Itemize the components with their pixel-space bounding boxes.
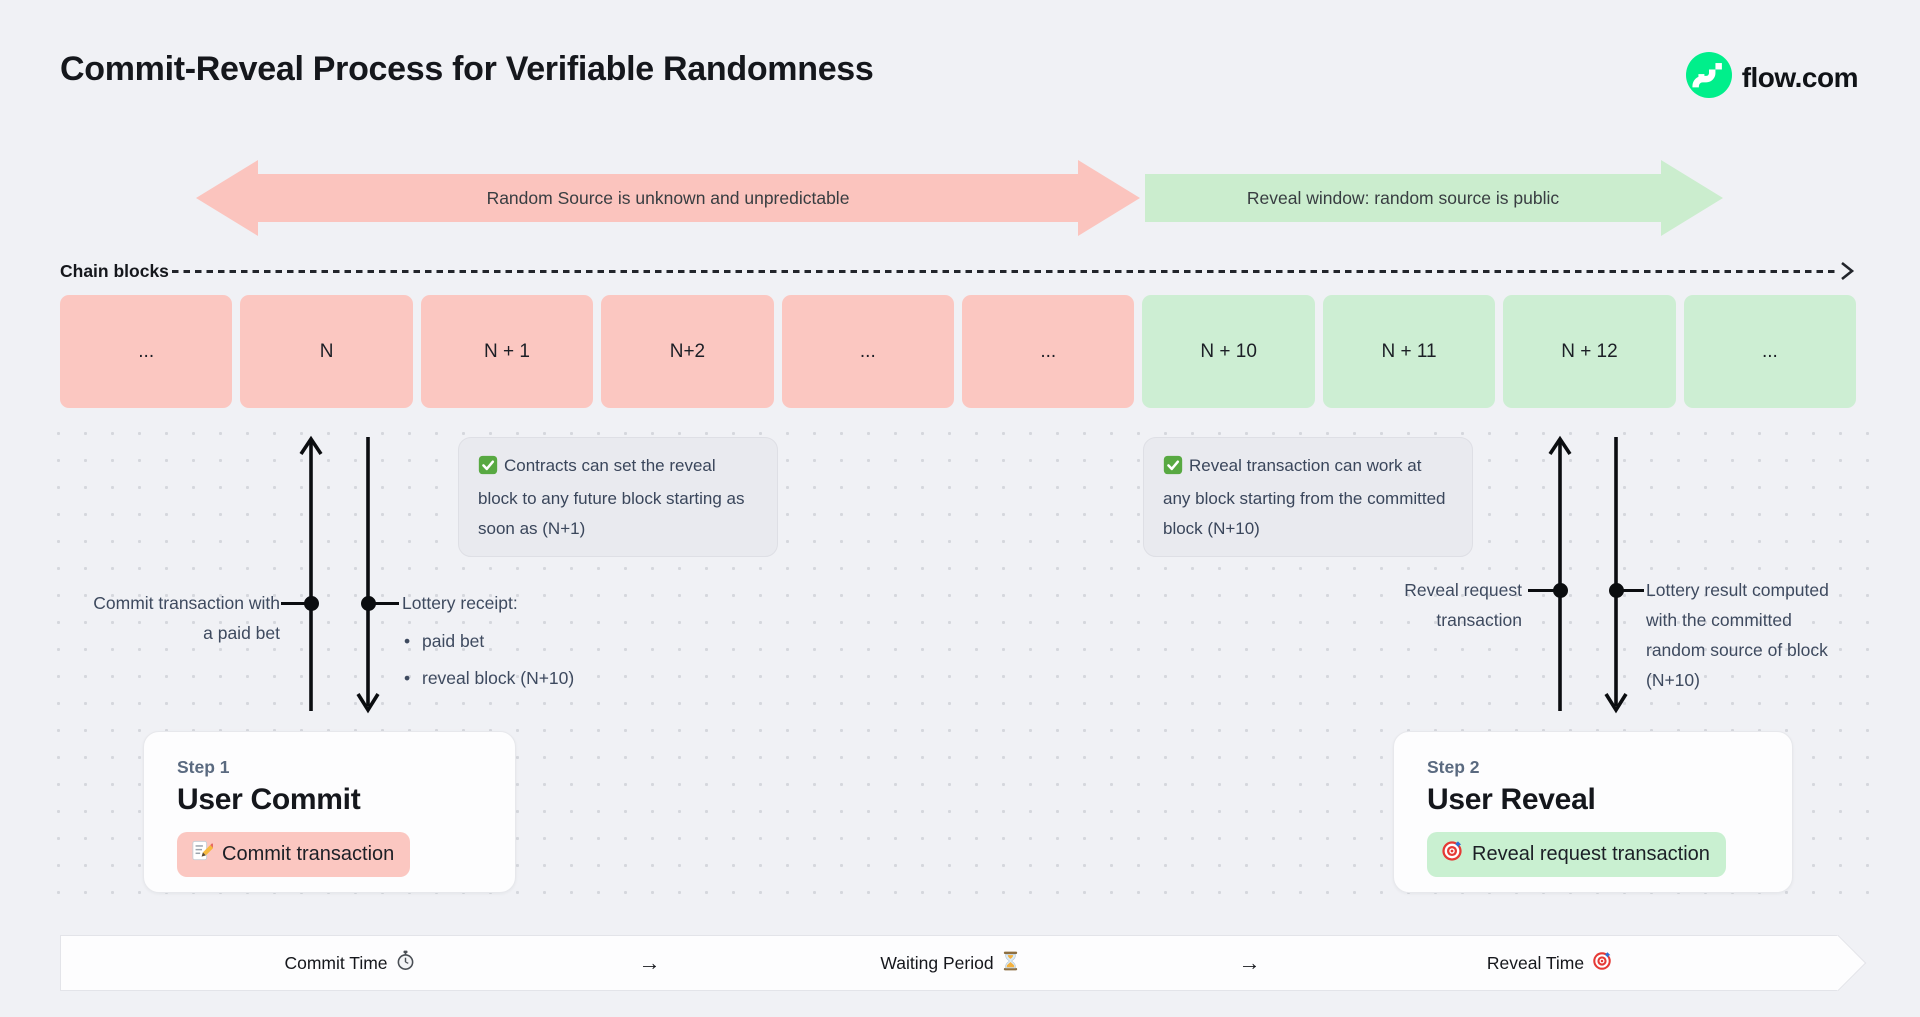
chevron-right-icon [1841, 261, 1855, 281]
note-commit-text: Contracts can set the reveal block to an… [478, 456, 745, 538]
banner-random-unknown: Random Source is unknown and unpredictab… [196, 160, 1140, 236]
target-icon [1592, 951, 1612, 976]
block-label: N + 12 [1561, 340, 1618, 362]
connector-dot [361, 596, 376, 611]
block-label: N+2 [669, 340, 706, 362]
chain-block: ... [1683, 295, 1857, 408]
target-icon [1441, 840, 1463, 868]
step-2-title: User Reveal [1427, 783, 1596, 816]
chain-block: ... [962, 295, 1135, 408]
check-icon [1163, 455, 1183, 484]
note-reveal-text: Reveal transaction can work at any block… [1163, 456, 1446, 538]
connector-line [1528, 589, 1554, 592]
timeline-commit-time-label: Commit Time [284, 952, 388, 973]
result-down-arrow [1604, 437, 1628, 714]
lottery-result-annotation: Lottery result computed with the committ… [1646, 580, 1829, 691]
chain-block: N+2 [601, 295, 774, 408]
banner-random-unknown-label: Random Source is unknown and unpredictab… [486, 187, 850, 208]
note-reveal-window: Reveal transaction can work at any block… [1143, 437, 1473, 558]
lottery-receipt-list: paid bet reveal block (N+10) [402, 626, 632, 693]
chain-block: N + 10 [1142, 295, 1315, 408]
chain-block: N + 11 [1322, 295, 1496, 408]
list-item: reveal block (N+10) [402, 663, 632, 693]
step-1-label: Step 1 [177, 757, 230, 777]
block-label: N + 10 [1200, 340, 1257, 362]
step-1-card: Step 1 User Commit Commit transaction [143, 731, 516, 893]
timeline-waiting-period-label: Waiting Period [880, 952, 994, 973]
connector-line [281, 602, 305, 605]
block-label: ... [859, 340, 876, 362]
arrow-right-icon: → [1238, 950, 1261, 975]
block-label: N + 11 [1381, 340, 1437, 362]
chain-block: ... [60, 295, 233, 408]
connector-dot [1609, 583, 1624, 598]
hourglass-icon [1002, 951, 1019, 976]
right-arrow-shape [1145, 160, 1723, 236]
commit-transaction-button[interactable]: Commit transaction [177, 832, 411, 877]
commit-up-arrow [299, 435, 323, 711]
arrow-right-icon: → [638, 950, 661, 975]
banner-reveal-window: Reveal window: random source is public [1145, 160, 1723, 236]
list-item: paid bet [402, 626, 632, 656]
commit-transaction-annotation: Commit transaction with a paid bet [93, 593, 280, 644]
connector-line [375, 602, 399, 605]
memo-icon [191, 840, 215, 868]
chain-blocks-label: Chain blocks [60, 261, 169, 281]
stopwatch-icon [396, 950, 415, 976]
timeline-reveal-time: Reveal Time [1400, 951, 1700, 976]
lottery-receipt-annotation: Lottery receipt: paid bet reveal block (… [402, 588, 632, 700]
reveal-request-annotation: Reveal request transaction [1404, 580, 1522, 631]
chain-block: ... [781, 295, 955, 408]
brand-name: flow.com [1741, 61, 1859, 93]
step-1-title: User Commit [177, 783, 361, 816]
brand[interactable]: flow.com [1685, 52, 1859, 103]
chain-block: N + 12 [1503, 295, 1676, 408]
block-label: ... [1040, 340, 1057, 362]
chain-blocks-row: ... N N + 1 N+2 ... ... N + 10 N + 11 N … [60, 295, 1857, 408]
note-commit-window: Contracts can set the reveal block to an… [458, 437, 778, 558]
timeline-commit-time: Commit Time [200, 950, 500, 976]
check-icon [478, 455, 498, 484]
timeline-reveal-time-label: Reveal Time [1486, 952, 1585, 973]
banner-reveal-window-label: Reveal window: random source is public [1246, 187, 1560, 208]
connector-line [1622, 589, 1644, 592]
chain-axis-dotted-line [172, 270, 1838, 273]
reveal-request-transaction-button[interactable]: Reveal request transaction [1427, 832, 1726, 877]
double-arrow-shape [196, 160, 1140, 236]
chain-block: N [240, 295, 413, 408]
receipt-down-arrow [356, 437, 380, 714]
reveal-up-arrow [1548, 435, 1572, 711]
timeline-bar: Commit Time → Waiting Period [60, 935, 1838, 991]
chain-block: N + 1 [420, 295, 594, 408]
connector-dot [304, 596, 319, 611]
step-2-label: Step 2 [1427, 757, 1480, 777]
lottery-receipt-title: Lottery receipt: [402, 593, 518, 613]
timeline-waiting-period: Waiting Period [800, 951, 1100, 976]
block-label: ... [138, 340, 155, 362]
page-title: Commit-Reveal Process for Verifiable Ran… [60, 50, 874, 88]
reveal-request-transaction-button-label: Reveal request transaction [1472, 842, 1710, 865]
commit-transaction-button-label: Commit transaction [222, 842, 395, 865]
block-label: ... [1761, 340, 1778, 362]
step-2-card: Step 2 User Reveal Reveal request transa… [1393, 731, 1793, 893]
connector-dot [1553, 583, 1568, 598]
block-label: N + 1 [484, 340, 530, 362]
block-label: N [319, 340, 334, 362]
flow-logo-icon [1685, 52, 1732, 103]
